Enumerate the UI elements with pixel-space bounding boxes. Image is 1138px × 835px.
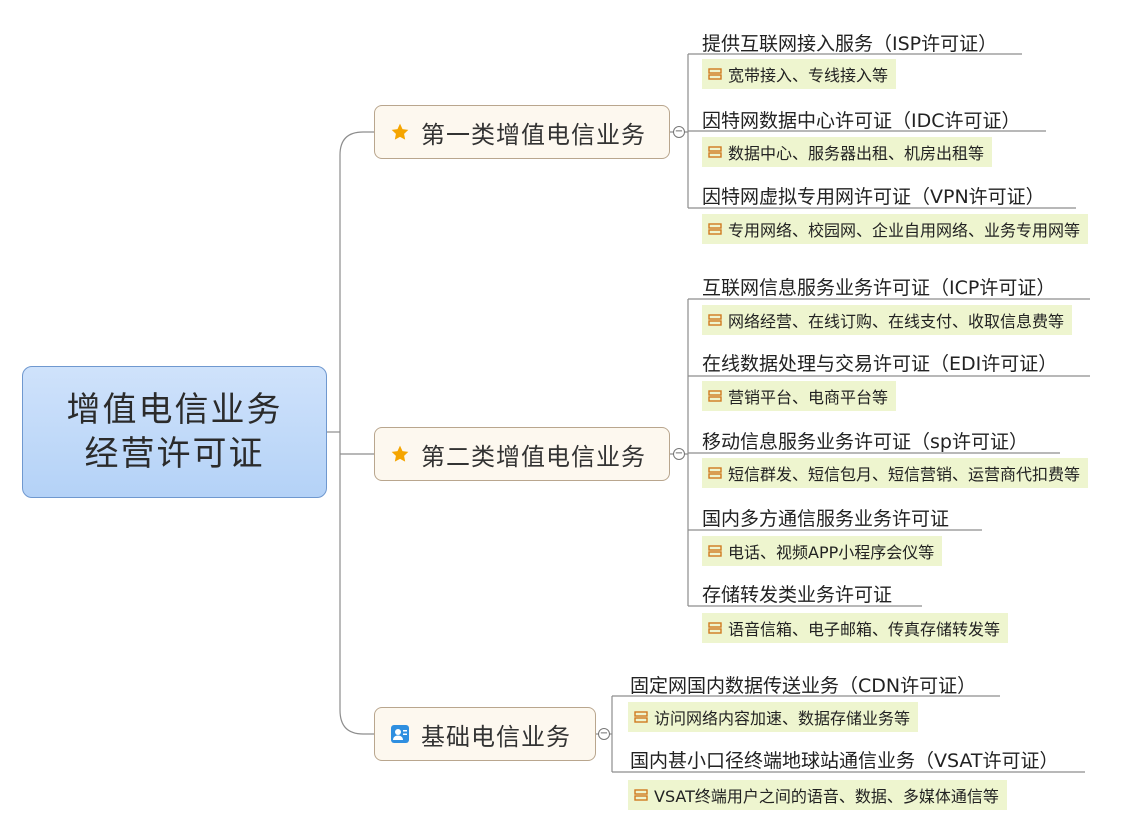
note-icon	[708, 145, 722, 159]
leaf-note: 专用网络、校园网、企业自用网络、业务专用网等	[702, 214, 1089, 244]
leaf-title[interactable]: 移动信息服务业务许可证（sp许可证）	[702, 431, 1028, 453]
note-icon	[634, 788, 648, 802]
note-text: 网络经营、在线订购、在线支付、收取信息费等	[728, 312, 1065, 331]
leaf-note: VSAT终端用户之间的语音、数据、多媒体通信等	[628, 780, 1007, 810]
branch-label: 第二类增值电信业务	[421, 442, 646, 471]
leaf-title[interactable]: 在线数据处理与交易许可证（EDI许可证）	[702, 353, 1058, 375]
note-text: VSAT终端用户之间的语音、数据、多媒体通信等	[654, 787, 999, 806]
note-icon	[634, 710, 648, 724]
leaf-title[interactable]: 存储转发类业务许可证	[702, 584, 893, 606]
note-icon	[708, 621, 722, 635]
note-icon	[708, 222, 722, 236]
note-text: 数据中心、服务器出租、机房出租等	[728, 144, 985, 163]
note-text: 宽带接入、专线接入等	[728, 66, 889, 85]
branch-node-2[interactable]: 第二类增值电信业务	[374, 427, 670, 481]
leaf-title[interactable]: 国内多方通信服务业务许可证	[702, 508, 950, 530]
branch-label: 第一类增值电信业务	[421, 120, 646, 149]
star-icon	[389, 443, 411, 465]
note-icon	[708, 466, 722, 480]
root-title-line2: 经营许可证	[84, 434, 265, 474]
leaf-note: 语音信箱、电子邮箱、传真存储转发等	[702, 613, 1009, 643]
root-title-line1: 增值电信业务	[66, 390, 283, 430]
branch-node-1[interactable]: 第一类增值电信业务	[374, 105, 670, 159]
note-text: 营销平台、电商平台等	[728, 388, 889, 407]
note-icon	[708, 313, 722, 327]
note-text: 专用网络、校园网、企业自用网络、业务专用网等	[728, 221, 1081, 240]
note-text: 访问网络内容加速、数据存储业务等	[654, 709, 911, 728]
root-node[interactable]: 增值电信业务 经营许可证	[22, 366, 327, 498]
leaf-title[interactable]: 国内甚小口径终端地球站通信业务（VSAT许可证）	[630, 750, 1059, 772]
branch-label: 基础电信业务	[421, 722, 571, 751]
leaf-title[interactable]: 提供互联网接入服务（ISP许可证）	[702, 33, 998, 55]
leaf-note: 短信群发、短信包月、短信营销、运营商代扣费等	[702, 458, 1089, 488]
collapse-toggle-3[interactable]: −	[598, 728, 610, 740]
leaf-note: 网络经营、在线订购、在线支付、收取信息费等	[702, 305, 1073, 335]
note-icon	[708, 544, 722, 558]
collapse-toggle-1[interactable]: −	[673, 126, 685, 138]
note-icon	[708, 389, 722, 403]
leaf-note: 数据中心、服务器出租、机房出租等	[702, 137, 993, 167]
leaf-title[interactable]: 固定网国内数据传送业务（CDN许可证）	[630, 675, 977, 697]
note-text: 短信群发、短信包月、短信营销、运营商代扣费等	[728, 465, 1081, 484]
note-text: 语音信箱、电子邮箱、传真存储转发等	[728, 620, 1001, 639]
branch-node-3[interactable]: 基础电信业务	[374, 707, 596, 761]
note-text: 电话、视频APP小程序会仪等	[728, 543, 935, 562]
leaf-title[interactable]: 因特网虚拟专用网许可证（VPN许可证）	[702, 186, 1045, 208]
collapse-toggle-2[interactable]: −	[673, 448, 685, 460]
note-icon	[708, 67, 722, 81]
leaf-title[interactable]: 因特网数据中心许可证（IDC许可证）	[702, 110, 1021, 132]
leaf-title[interactable]: 互联网信息服务业务许可证（ICP许可证）	[702, 277, 1056, 299]
contacts-icon	[389, 723, 411, 745]
leaf-note: 电话、视频APP小程序会仪等	[702, 536, 943, 566]
leaf-note: 访问网络内容加速、数据存储业务等	[628, 702, 919, 732]
leaf-note: 营销平台、电商平台等	[702, 381, 897, 411]
leaf-note: 宽带接入、专线接入等	[702, 59, 897, 89]
star-icon	[389, 121, 411, 143]
